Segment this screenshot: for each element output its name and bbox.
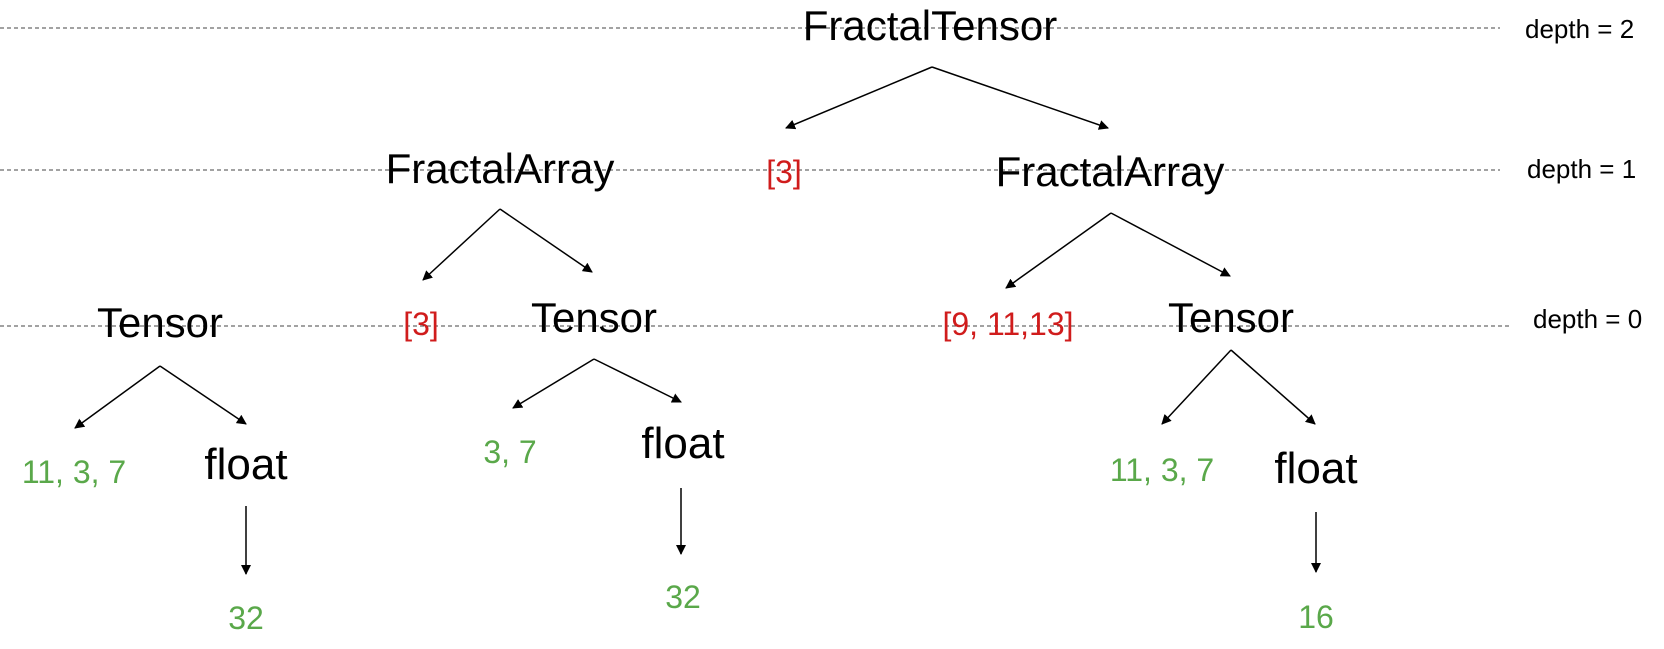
edge-tensor-3-dims <box>1161 349 1232 425</box>
edge-tensor-3-dtype <box>1230 349 1316 425</box>
fractal-array-right-node: FractalArray <box>996 148 1225 195</box>
tensor-1-dims-label: 11, 3, 7 <box>22 454 126 490</box>
float-node-2: float <box>641 419 724 468</box>
float-node-3: float <box>1274 444 1357 493</box>
edge-root-right <box>931 66 1109 130</box>
array-left-shape-label: [3] <box>403 306 439 342</box>
edge-tensor-1-dims <box>74 365 161 429</box>
float-3-bits-label: 16 <box>1298 599 1334 635</box>
edge-root-left <box>785 66 933 130</box>
edge-array-right-tensor <box>1110 212 1231 277</box>
float-1-bits-label: 32 <box>228 600 264 636</box>
array-right-shape-label: [9, 11,13] <box>942 306 1073 342</box>
tensor-2-dims-label: 3, 7 <box>483 434 536 470</box>
depth-2-label: depth = 2 <box>1525 14 1634 44</box>
fractal-tensor-node: FractalTensor <box>803 2 1057 49</box>
fractal-array-left-node: FractalArray <box>386 145 615 192</box>
tensor-3-dims-label: 11, 3, 7 <box>1110 452 1214 488</box>
tree-edges <box>74 66 1321 575</box>
float-2-bits-label: 32 <box>665 579 701 615</box>
tensor-node-3: Tensor <box>1168 294 1294 341</box>
edge-array-left-tensor <box>499 208 593 273</box>
root-shape-label: [3] <box>766 154 802 190</box>
edge-array-left-shape <box>422 208 501 281</box>
depth-guides <box>0 27 1510 327</box>
tensor-node-1: Tensor <box>97 299 223 346</box>
edge-tensor-2-dims <box>512 358 595 409</box>
depth-0-label: depth = 0 <box>1533 304 1642 334</box>
edge-tensor-1-dtype <box>159 365 247 425</box>
edge-tensor-2-dtype <box>593 358 682 403</box>
depth-1-label: depth = 1 <box>1527 154 1636 184</box>
tensor-node-2: Tensor <box>531 294 657 341</box>
float-node-1: float <box>204 440 287 489</box>
edge-array-right-shape <box>1005 212 1112 289</box>
